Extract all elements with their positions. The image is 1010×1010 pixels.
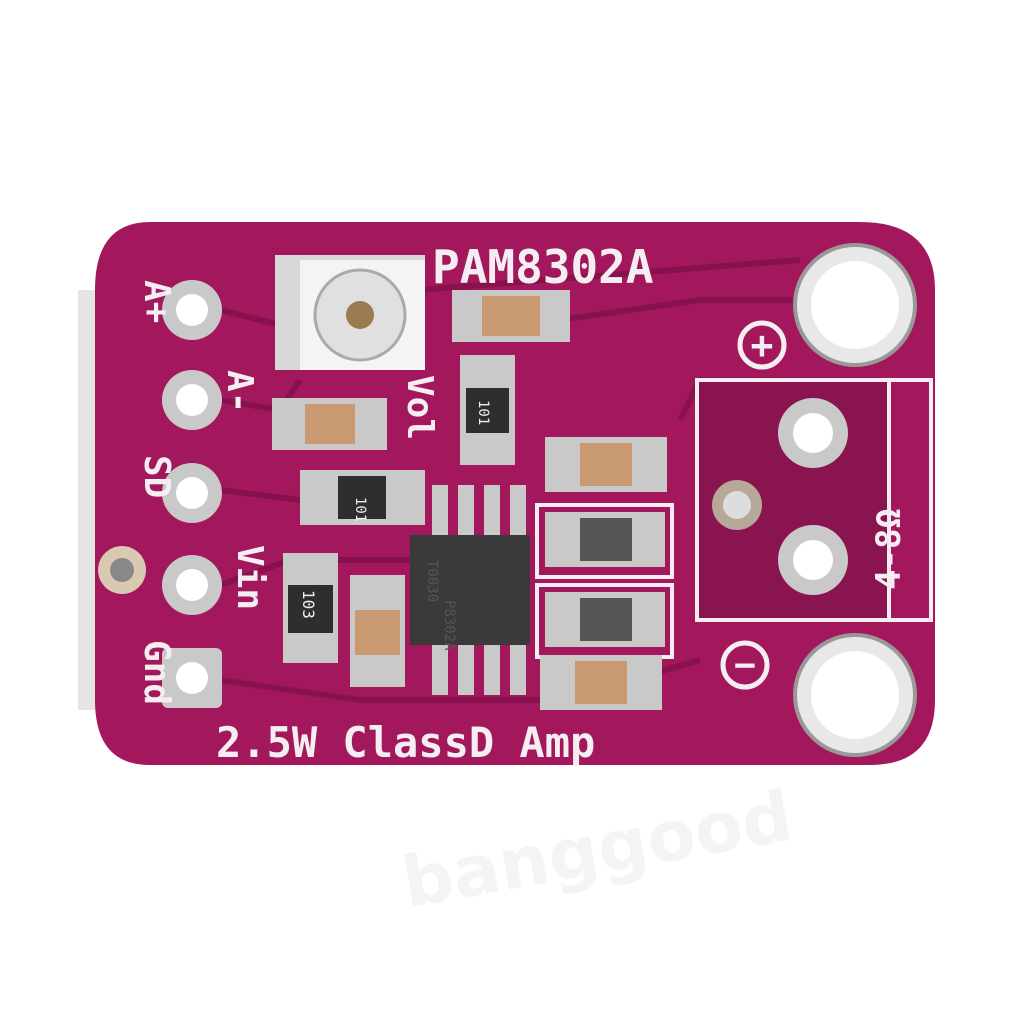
- speaker-label-box: [887, 378, 933, 622]
- pin-label-vin: Vin: [229, 545, 270, 610]
- resistor-code: 101: [352, 497, 368, 522]
- minus-circle: [720, 640, 770, 690]
- chip-marking: P8302A: [441, 600, 457, 651]
- watermark: banggood: [396, 775, 798, 924]
- speaker-terminals: [712, 243, 917, 757]
- board-title: PAM8302A: [432, 240, 654, 294]
- minus-symbol: −: [734, 645, 756, 686]
- plus-circle: [737, 320, 787, 370]
- resistor-code: 101: [475, 400, 491, 425]
- pin-label-a-minus: A-: [219, 370, 260, 413]
- pin-label-sd: SD: [136, 455, 177, 498]
- pin-holes: [98, 280, 222, 708]
- amplifier-chip: [410, 485, 530, 695]
- speaker-impedance-label: 4-8Ω: [869, 508, 909, 590]
- chip-marking: T0030: [424, 560, 440, 602]
- pin-label-a-plus: A+: [136, 280, 177, 323]
- pot-label-vol: Vol: [399, 375, 440, 440]
- plus-symbol: +: [751, 323, 774, 367]
- resistor-code: 103: [299, 590, 318, 619]
- smd-components: [272, 290, 674, 710]
- pin-label-gnd: Gnd: [136, 640, 177, 705]
- board-subtitle: 2.5W ClassD Amp: [216, 718, 595, 767]
- volume-potentiometer[interactable]: [275, 255, 425, 370]
